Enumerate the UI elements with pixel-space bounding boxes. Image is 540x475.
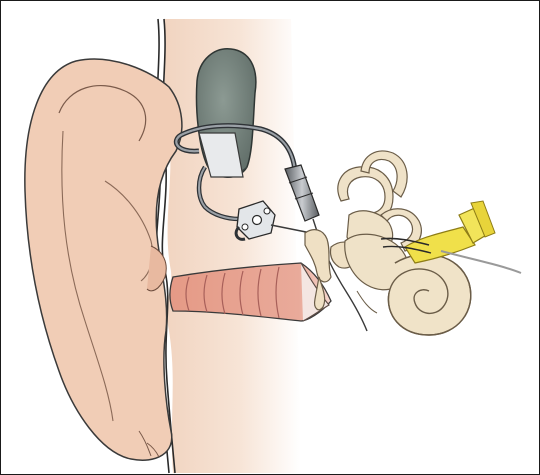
round-window-line [357,291,377,313]
cochlea [388,254,470,335]
